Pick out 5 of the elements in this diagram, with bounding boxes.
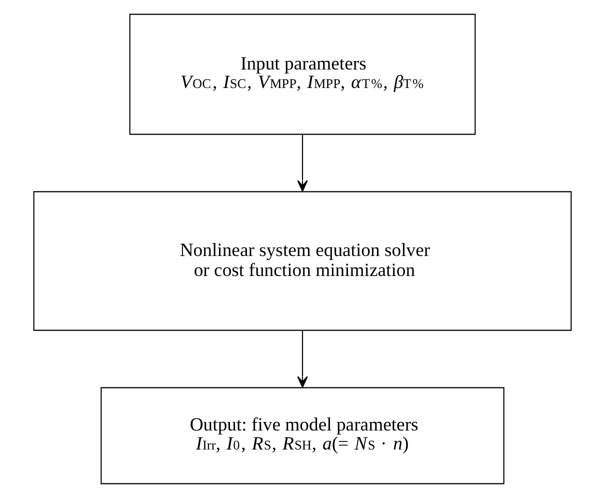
node-box: Input parameters VOC, ISC, VMPP, IMPP, αT%, βT% [129,13,476,134]
arrow [297,134,308,192]
arrow [297,330,308,388]
node-box: Output: five model parameters IIrr, I0, RS, RSH, a(= NS · n) [100,386,504,484]
node-box: Nonlinear system equation solver or cost function minimization [33,190,572,330]
